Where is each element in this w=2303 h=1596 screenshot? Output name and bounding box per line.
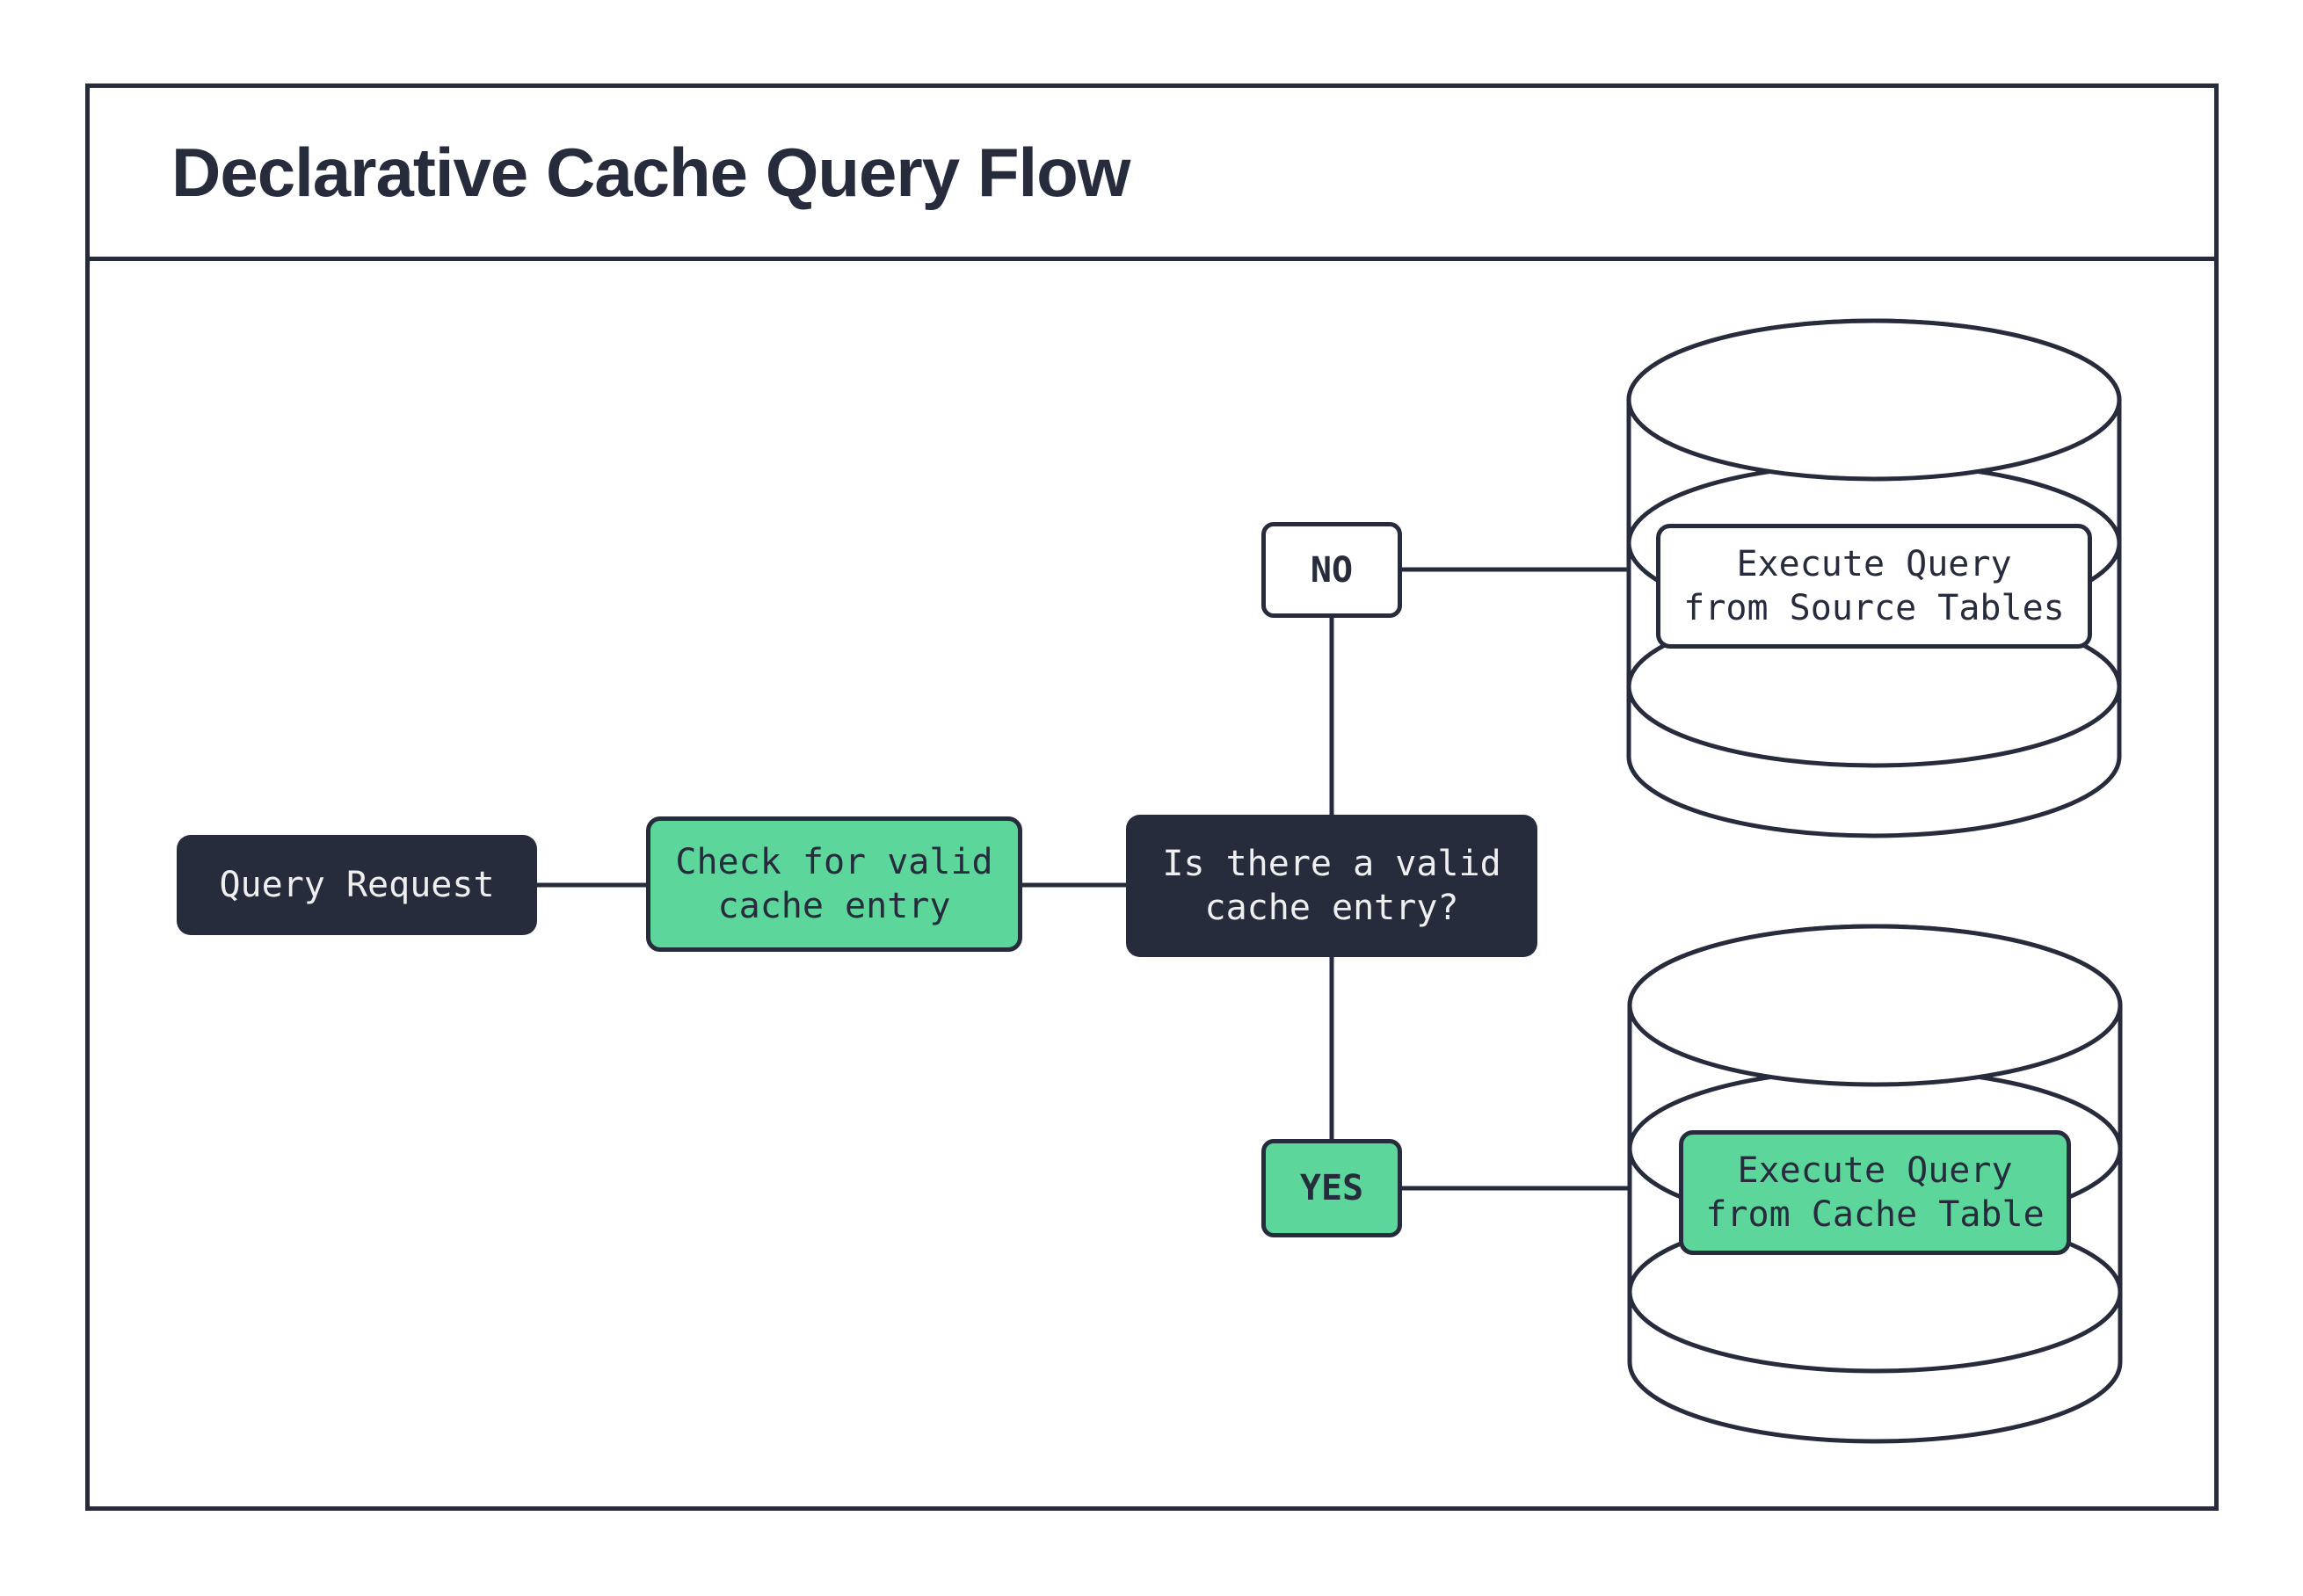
no-branch-label: NO (1261, 522, 1402, 618)
diagram-frame: Declarative Cache Query Flow (85, 83, 2219, 1511)
execute-query-cache-table-node: Execute Query from Cache Table (1679, 1130, 2071, 1255)
cache-entry-decision-node: Is there a valid cache entry? (1126, 815, 1537, 957)
diagram-header: Declarative Cache Query Flow (90, 88, 2214, 261)
query-request-node: Query Request (177, 835, 537, 935)
page-title: Declarative Cache Query Flow (171, 133, 1130, 211)
execute-query-source-tables-node: Execute Query from Source Tables (1656, 524, 2092, 649)
yes-branch-label: YES (1261, 1139, 1402, 1237)
check-cache-node: Check for valid cache entry (646, 816, 1022, 952)
